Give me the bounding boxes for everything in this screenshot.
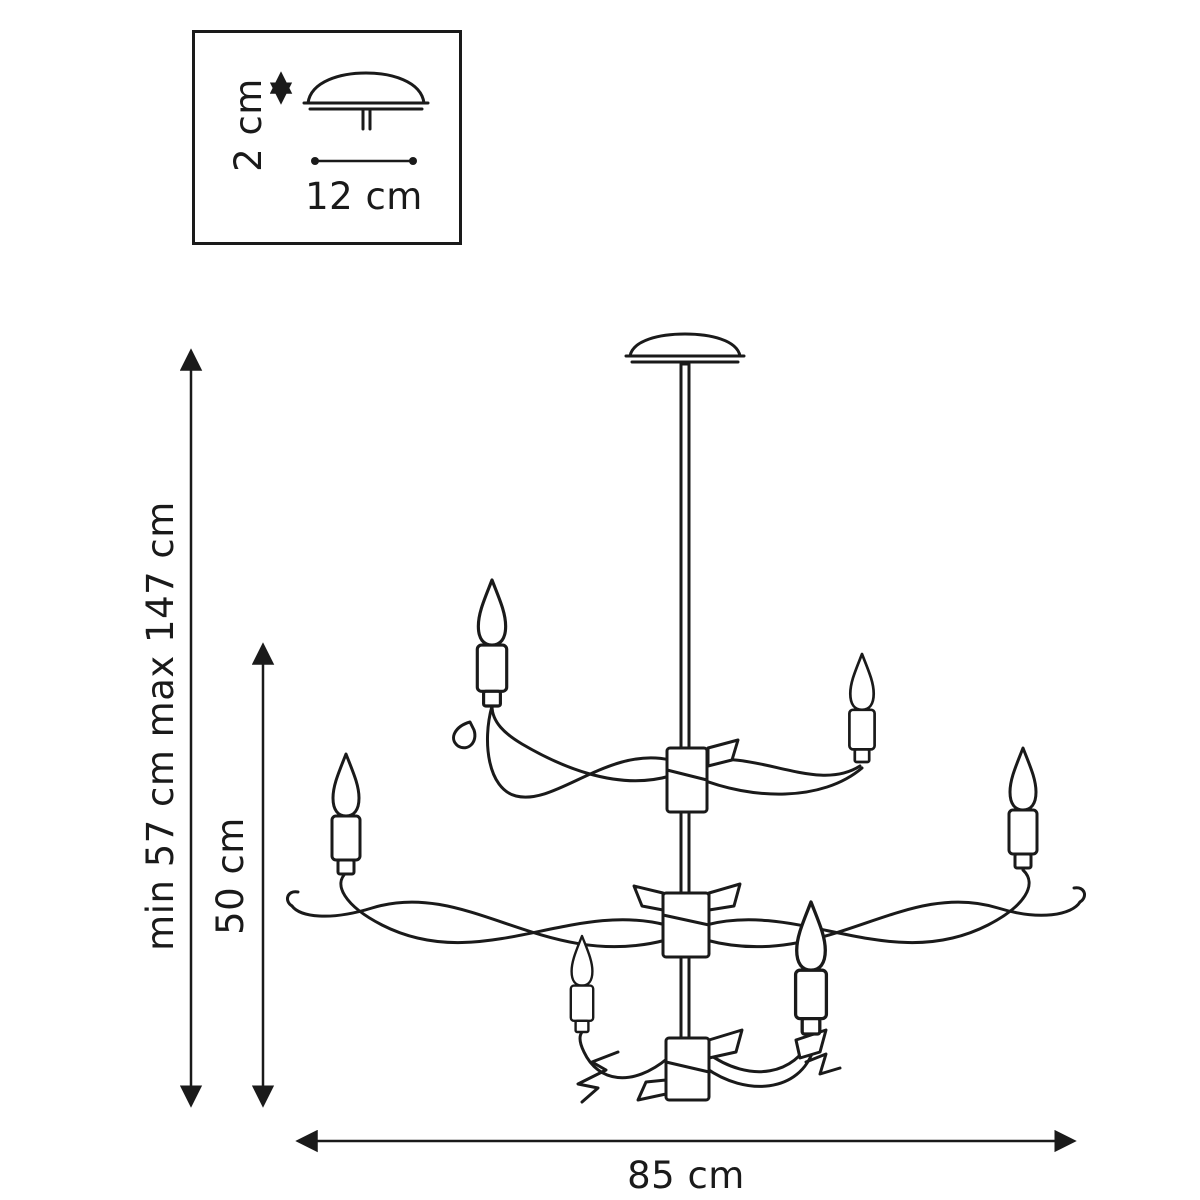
rod-hubs xyxy=(661,746,711,1102)
hanging-rod xyxy=(679,362,691,1102)
candle-main-left xyxy=(330,752,362,876)
fixture-width-label: 85 cm xyxy=(627,1154,745,1197)
candle-inner-right xyxy=(793,900,829,1036)
canopy-side-view xyxy=(302,71,430,131)
main-tier-arms xyxy=(286,868,1086,949)
canopy-detail-drawing xyxy=(269,71,430,165)
canopy-height-label: 2 cm xyxy=(227,78,270,172)
canopy-dimension-marks xyxy=(269,71,417,165)
fixture-height-label: 50 cm xyxy=(209,817,252,935)
canopy-diameter-label: 12 cm xyxy=(305,175,423,218)
dimension-lines xyxy=(179,348,1077,1153)
candle-main-right xyxy=(1007,746,1039,870)
overall-height-label: min 57 cm max 147 cm xyxy=(139,501,182,951)
lower-tier-arms xyxy=(576,1028,842,1104)
upper-tier-arms xyxy=(452,704,864,799)
candle-upper-right xyxy=(848,652,876,764)
candle-upper-left xyxy=(475,578,509,708)
canopy-detail-inset: 2 cm 12 cm xyxy=(192,30,462,245)
candle-inner-left xyxy=(569,934,595,1034)
ceiling-canopy xyxy=(624,332,746,364)
